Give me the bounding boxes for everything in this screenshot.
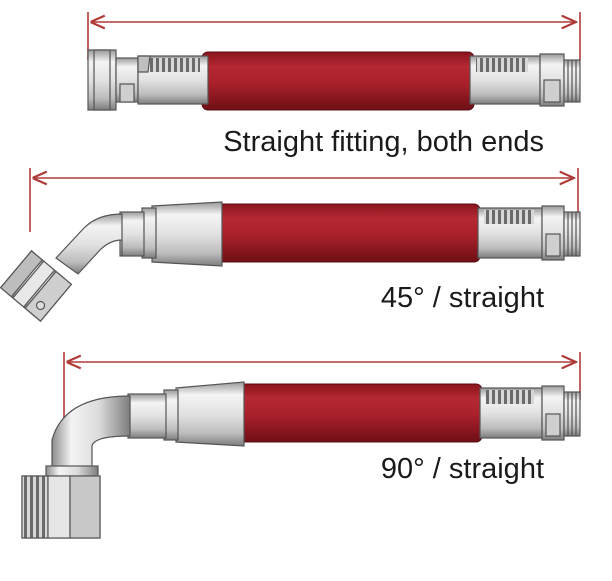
red-hose — [213, 203, 481, 263]
right-straight-fitting — [469, 53, 581, 107]
caption-45-straight: 45° / straight — [380, 282, 544, 314]
caption-90-straight: 90° / straight — [380, 453, 544, 485]
red-hose — [237, 383, 483, 443]
assembly-90-straight — [21, 352, 581, 539]
right-straight-fitting — [477, 205, 581, 261]
assembly-45-straight — [0, 168, 581, 322]
left-straight-fitting — [87, 49, 209, 111]
left-90-elbow-fitting — [21, 381, 245, 539]
caption-straight-straight: Straight fitting, both ends — [223, 126, 544, 158]
right-straight-fitting — [479, 385, 581, 441]
red-hose — [201, 51, 475, 111]
assembly-straight-straight — [87, 12, 581, 111]
left-45-elbow-fitting — [0, 201, 223, 322]
